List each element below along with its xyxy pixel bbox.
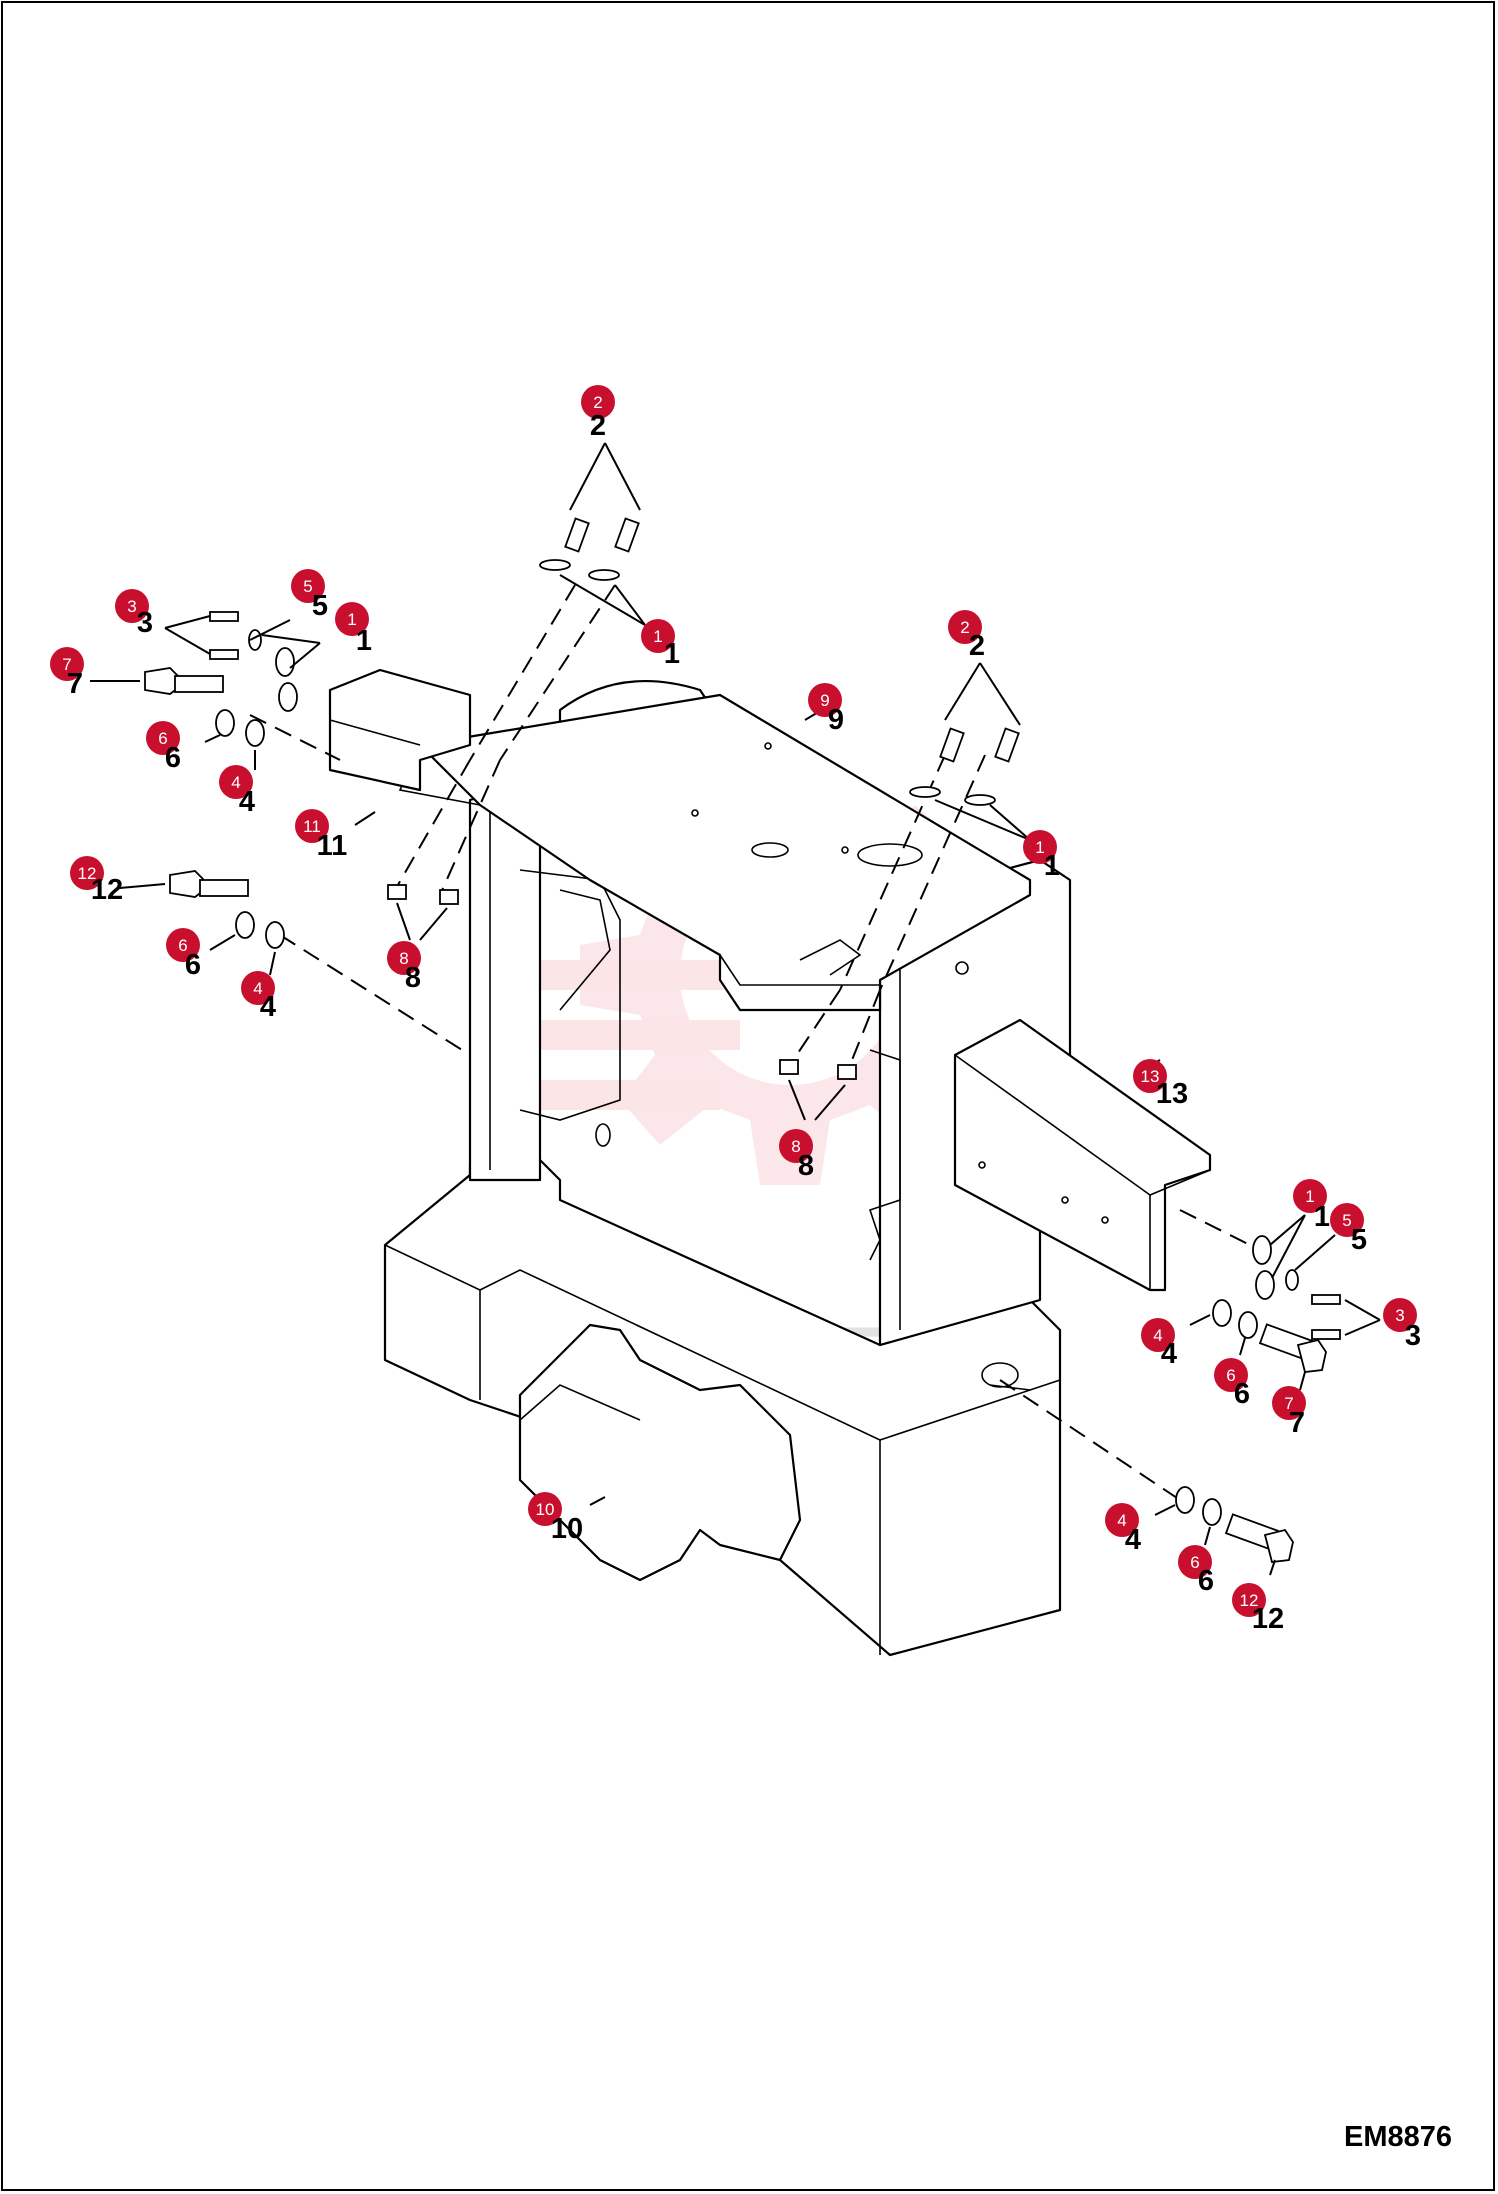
svg-text:13: 13 <box>1141 1067 1160 1086</box>
svg-text:3: 3 <box>137 607 153 639</box>
callout-4-left-lower: 4 4 <box>241 971 276 1023</box>
svg-text:5: 5 <box>303 577 312 596</box>
svg-text:4: 4 <box>1125 1524 1141 1556</box>
svg-text:8: 8 <box>791 1137 800 1156</box>
svg-text:3: 3 <box>1395 1306 1404 1325</box>
svg-text:11: 11 <box>303 817 321 836</box>
svg-text:2: 2 <box>593 393 602 412</box>
callout-5-right: 5 5 <box>1330 1203 1367 1256</box>
svg-text:3: 3 <box>127 597 136 616</box>
svg-text:10: 10 <box>551 1513 583 1545</box>
callout-3-right: 3 3 <box>1383 1298 1421 1352</box>
svg-text:8: 8 <box>798 1150 814 1182</box>
callouts: 2 2 2 2 1 1 1 1 1 1 1 1 <box>50 385 1421 1635</box>
callout-2-top-left: 2 2 <box>581 385 615 442</box>
callout-6-left-upper: 6 6 <box>146 721 181 774</box>
svg-text:12: 12 <box>78 864 97 883</box>
svg-text:6: 6 <box>158 729 167 748</box>
hardware <box>144 517 1341 1563</box>
callout-6-left-lower: 6 6 <box>166 928 201 981</box>
callout-3-left: 3 3 <box>115 589 153 639</box>
svg-text:4: 4 <box>231 773 240 792</box>
svg-text:2: 2 <box>590 410 606 442</box>
svg-text:4: 4 <box>1153 1326 1162 1345</box>
svg-text:11: 11 <box>317 830 348 862</box>
svg-text:2: 2 <box>969 630 985 662</box>
svg-text:4: 4 <box>239 786 255 818</box>
svg-text:4: 4 <box>260 991 276 1023</box>
callout-6-right-lower: 6 6 <box>1178 1545 1214 1597</box>
svg-text:10: 10 <box>536 1500 555 1519</box>
leader-lines <box>90 442 1381 1576</box>
left-bracket <box>328 668 472 792</box>
svg-text:6: 6 <box>1198 1565 1214 1597</box>
svg-text:1: 1 <box>1305 1187 1314 1206</box>
callout-7-right: 7 7 <box>1272 1386 1306 1439</box>
callout-8-left: 8 8 <box>387 941 421 994</box>
svg-text:1: 1 <box>664 638 680 670</box>
svg-text:6: 6 <box>165 742 181 774</box>
svg-text:4: 4 <box>253 979 262 998</box>
svg-text:1: 1 <box>1035 838 1044 857</box>
callout-8-center: 8 8 <box>779 1129 814 1182</box>
callout-1-right-top: 1 1 <box>1023 830 1060 882</box>
svg-text:6: 6 <box>185 949 201 981</box>
svg-text:5: 5 <box>312 590 328 622</box>
drawing-code: EM8876 <box>1343 2121 1452 2153</box>
svg-text:7: 7 <box>67 668 83 700</box>
callout-11: 11 11 <box>295 809 347 862</box>
svg-text:6: 6 <box>178 936 187 955</box>
svg-text:9: 9 <box>820 691 829 710</box>
svg-text:7: 7 <box>1289 1407 1305 1439</box>
callout-5-left: 5 5 <box>291 569 328 622</box>
svg-text:6: 6 <box>1190 1553 1199 1572</box>
svg-text:1: 1 <box>1044 850 1060 882</box>
callout-10: 10 10 <box>528 1492 583 1545</box>
svg-text:1: 1 <box>356 625 372 657</box>
svg-text:7: 7 <box>62 655 71 674</box>
svg-text:7: 7 <box>1284 1394 1293 1413</box>
callout-6-right-upper: 6 6 <box>1214 1358 1250 1410</box>
callout-12-right: 12 12 <box>1232 1583 1284 1635</box>
callout-4-left-upper: 4 4 <box>219 765 255 818</box>
svg-text:4: 4 <box>1117 1511 1126 1530</box>
svg-text:1: 1 <box>653 627 662 646</box>
callout-1-left-upper: 1 1 <box>335 602 372 657</box>
svg-text:6: 6 <box>1226 1366 1235 1385</box>
svg-text:8: 8 <box>405 962 421 994</box>
svg-text:5: 5 <box>1351 1224 1367 1256</box>
svg-text:4: 4 <box>1161 1338 1177 1370</box>
svg-text:1: 1 <box>347 610 356 629</box>
counterweight-frame <box>383 680 1072 1657</box>
svg-text:12: 12 <box>1240 1591 1259 1610</box>
svg-text:13: 13 <box>1156 1078 1188 1110</box>
callout-4-right-upper: 4 4 <box>1141 1318 1177 1370</box>
callout-12-left: 12 12 <box>70 856 123 906</box>
right-bracket <box>953 1018 1212 1292</box>
svg-text:2: 2 <box>960 618 969 637</box>
svg-text:9: 9 <box>828 704 844 736</box>
callout-13: 13 13 <box>1133 1059 1188 1110</box>
svg-text:8: 8 <box>399 949 408 968</box>
callout-7-left: 7 7 <box>50 647 84 700</box>
svg-text:1: 1 <box>1314 1201 1330 1233</box>
svg-text:5: 5 <box>1342 1211 1351 1230</box>
callout-4-right-lower: 4 4 <box>1105 1503 1141 1556</box>
callout-1-right-lower: 1 1 <box>1293 1179 1330 1233</box>
callout-9: 9 9 <box>808 683 844 736</box>
top-plate <box>379 693 1032 1012</box>
svg-text:3: 3 <box>1405 1320 1421 1352</box>
svg-text:6: 6 <box>1234 1378 1250 1410</box>
callout-2-top-right: 2 2 <box>948 610 985 662</box>
callout-1-top-center: 1 1 <box>641 619 680 670</box>
svg-text:12: 12 <box>91 874 123 906</box>
svg-text:12: 12 <box>1252 1603 1284 1635</box>
